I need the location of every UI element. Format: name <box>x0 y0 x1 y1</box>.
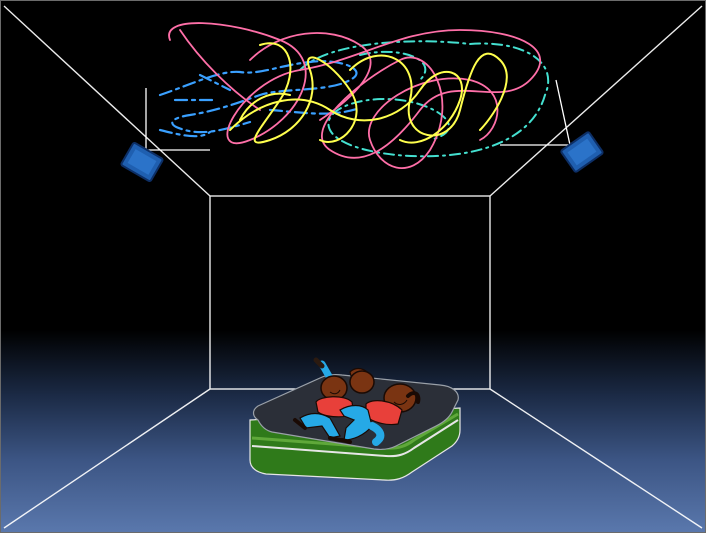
trail-blue <box>158 60 362 138</box>
floor-edge-left <box>3 388 211 529</box>
floor-edge-right <box>489 388 703 529</box>
ceiling-edge-left <box>3 5 211 197</box>
speaker-right <box>500 79 604 173</box>
back-wall <box>209 195 491 390</box>
trail-teal <box>299 40 550 158</box>
trail-yellow <box>229 42 508 144</box>
speaker-left <box>120 88 210 183</box>
light-trails <box>158 22 550 169</box>
ceiling-edge-right <box>489 5 703 197</box>
trail-pink <box>168 22 542 169</box>
child-figure-right <box>339 370 421 446</box>
